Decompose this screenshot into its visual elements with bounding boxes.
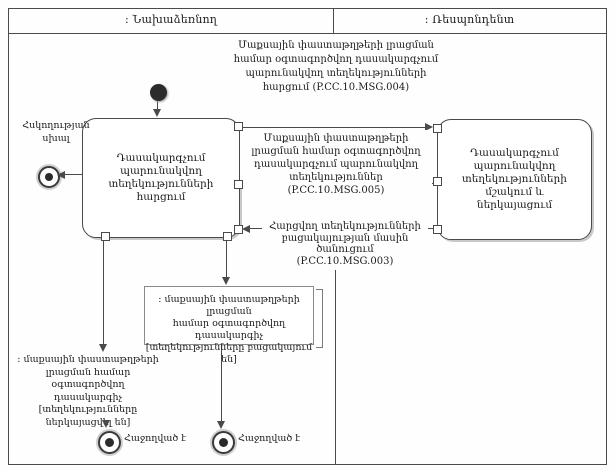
arrowhead-down-icon [217,421,225,429]
error-flow-line [63,174,82,175]
header-bottom-border [8,33,606,34]
flow-missing-to-end [221,344,222,422]
error-label-line1: Հսկողության [22,120,90,131]
arrowhead-right-icon [425,123,433,131]
diagram-border [8,8,607,465]
success-left-label: Հաջողված է [124,433,187,444]
msg004-line2: համար օգտագործվող դասակարգչում [233,54,439,65]
right-activity-line3: տեղեկությունների մշակում և [462,173,567,198]
object-presented-line1: : մաքսային փաստաթղթերի [17,354,159,365]
object-presented-line4: ներկայացվել են] [45,416,131,428]
msg004-line4: հարցում (P.CC.10.MSG.004) [262,82,410,93]
right-activity-line2: պարունակվող [473,160,556,172]
activity-process-present-info: Դասակարգչում պարունակվող տեղեկություններ… [437,119,592,240]
object-missing-line3: [տեղեկությունները բացակայում են] [145,342,313,365]
msg005-line2: լրացման համար օգտագործվող [251,146,421,157]
right-activity-line1: Դասակարգչում [470,147,559,159]
flow-label-msg003: Հարցվող տեղեկությունների բացակայության մ… [262,221,428,270]
msg003-line3: (P.CC.10.MSG.003) [296,255,394,267]
left-activity-line1: Դասակարգչում [116,152,206,164]
success-right-label: Հաջողված է [238,433,301,444]
flow-to-object-presented [103,240,104,345]
arrowhead-down-icon [102,420,110,428]
left-activity-line3: տեղեկությունների հարցում [108,178,214,203]
error-label-line2: սխալ [42,133,70,144]
pin-msg005-out [433,177,442,186]
flow-to-object-missing [226,240,227,278]
flow-msg004-line [242,127,425,128]
right-activity-line4: ներկայացում [476,199,553,211]
msg005-line4: տեղեկություններ (P.CC.10.MSG.005) [287,172,385,196]
object-presented-line2: լրացման համար օգտագործվող [45,366,131,391]
pin-msg003-out [433,225,442,234]
object-classifier-missing: : մաքսային փաստաթղթերի լրացման համար օգտ… [144,286,314,365]
error-end-label: Հսկողության սխալ [14,119,98,145]
pin-object-presented-out [101,232,110,241]
arrowhead-left-icon [57,171,65,179]
object-classifier-presented: : մաքսային փաստաթղթերի լրացման համար օգտ… [12,354,164,429]
object-missing-line1: : մաքսային փաստաթղթերի լրացման [158,294,300,317]
msg005-line3: դասակարգչում պարունակվող [253,159,419,170]
start-flow-line [157,101,158,110]
msg005-line1: Մաքսային փաստաթղթերի [263,133,409,144]
object-missing-shadow-bracket [316,289,323,348]
header-lane-divider [333,8,334,33]
pin-msg003-in [234,225,243,234]
activity-request-info: Դասակարգչում պարունակվող տեղեկություններ… [82,118,240,238]
pin-msg005-in [234,180,243,189]
final-node-success-left [98,431,121,454]
pin-msg004-out [234,122,243,131]
object-missing-line2: համար օգտագործվող դասակարգիչ [172,318,286,341]
msg004-line1: Մաքսային փաստաթղթերի լրացման [238,40,434,51]
msg003-line2: բացակայության մասին ծանուցում [281,232,409,256]
flow-label-msg004: Մաքսային փաստաթղթերի լրացման համար օգտագ… [226,39,446,95]
arrowhead-left-icon [242,225,250,233]
arrowhead-down-icon [99,344,107,352]
pin-msg004-in [433,124,442,133]
flow-label-msg005: Մաքսային փաստաթղթերի լրացման համար օգտագ… [240,130,432,196]
swimlane-header-initiator: : Նախաձեռնող [124,13,218,26]
msg004-line3: պարունակվող տեղեկությունների [245,68,427,79]
swimlane-header-respondent: : Ռեսպոնդենտ [424,13,515,26]
final-node-success-right [212,431,235,454]
initial-node [150,84,167,101]
left-activity-line2: պարունակվող [120,165,202,177]
arrowhead-down-icon [222,277,230,285]
object-presented-line3: դասակարգիչ [տեղեկությունները [38,391,138,416]
msg003-line1: Հարցվող տեղեկությունների [269,221,421,232]
pin-object-missing-out [223,232,232,241]
arrowhead-down-icon [153,109,161,117]
lane-divider [335,258,336,464]
